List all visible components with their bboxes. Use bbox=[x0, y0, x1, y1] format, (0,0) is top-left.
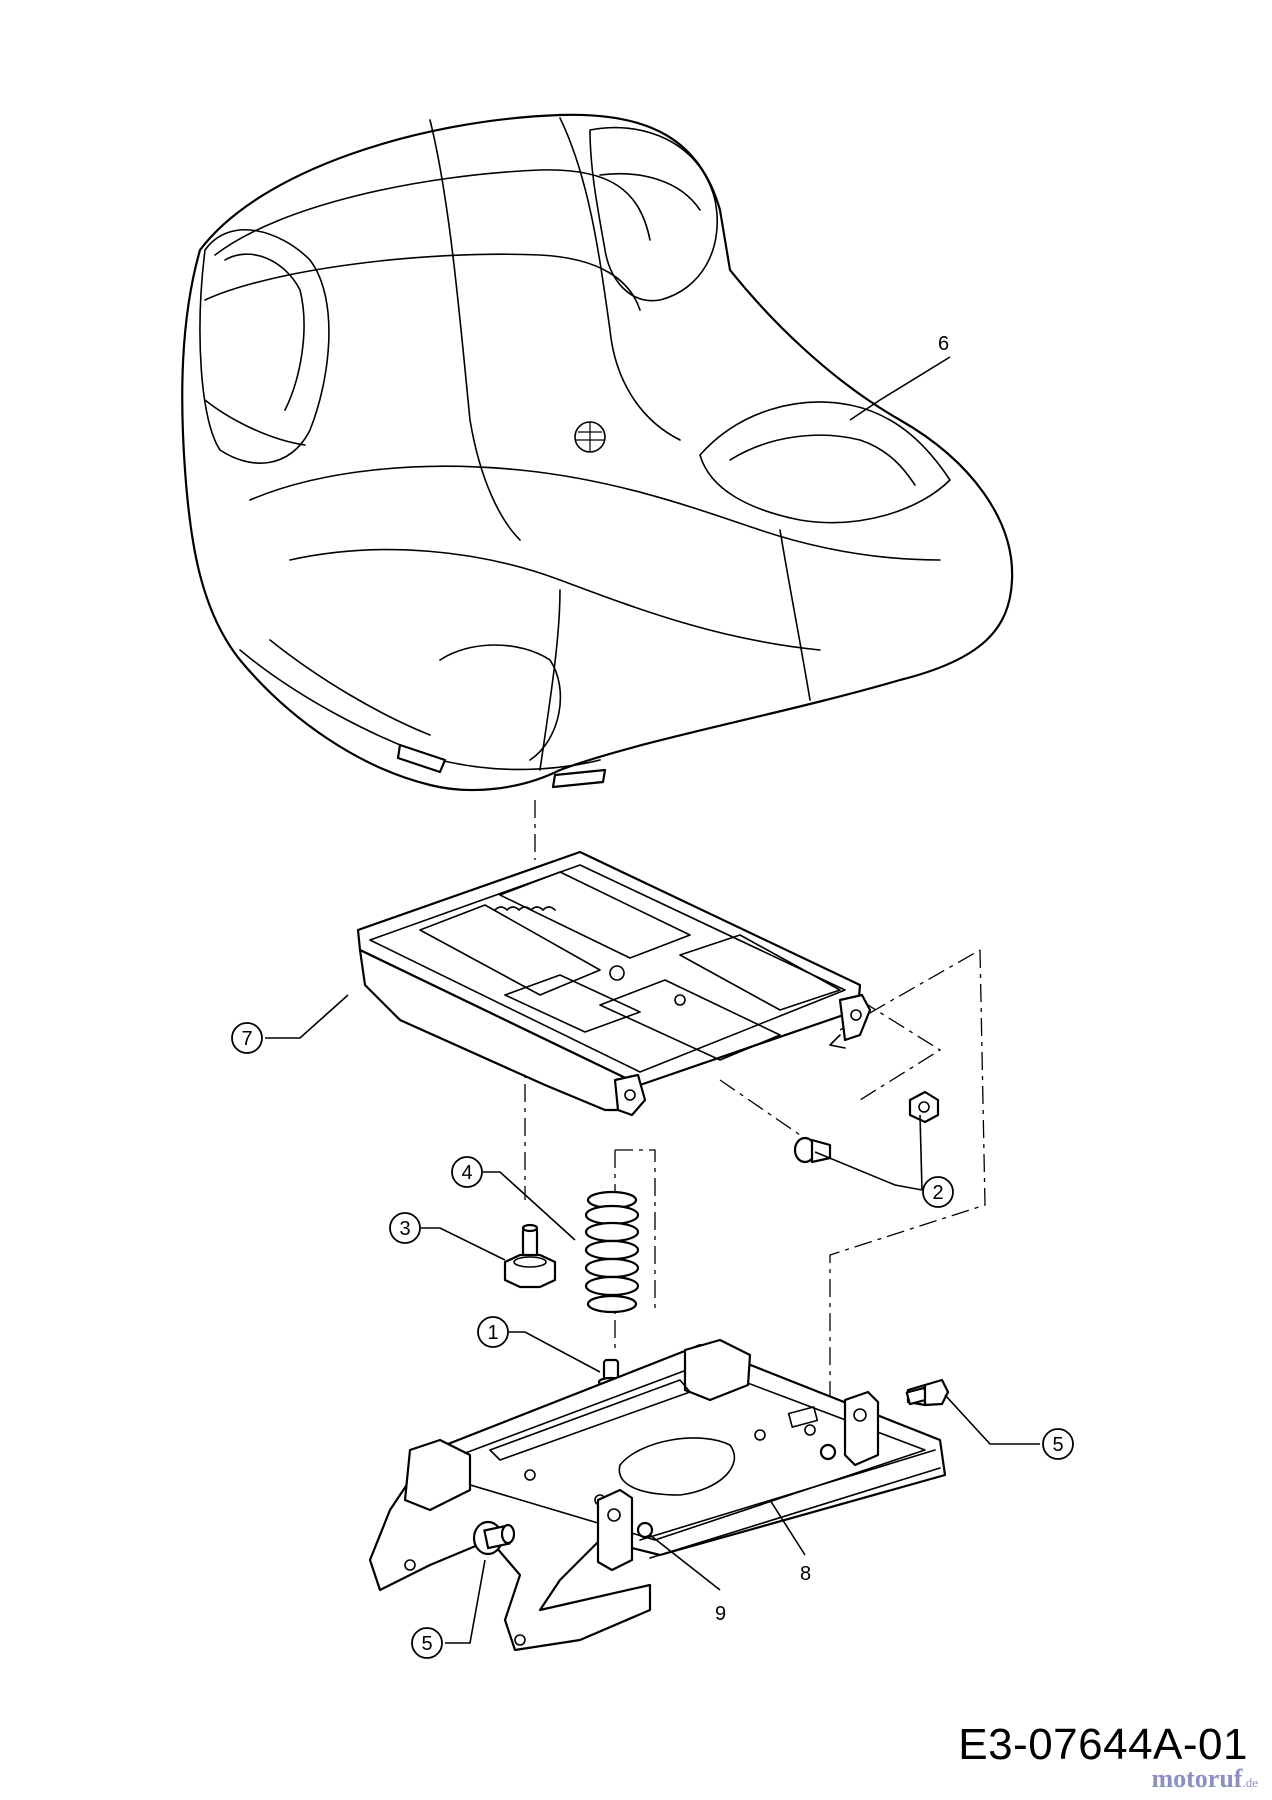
leader-lines bbox=[265, 356, 1040, 1644]
callout-label-5-right: 5 bbox=[1052, 1434, 1063, 1456]
callout-5-right: 5 bbox=[1042, 1428, 1074, 1460]
watermark-logo: motoruf.de bbox=[1151, 1764, 1258, 1794]
callout-1: 1 bbox=[477, 1316, 509, 1348]
callout-5-left: 5 bbox=[411, 1627, 443, 1659]
callout-label-1: 1 bbox=[487, 1322, 498, 1344]
callout-label-2: 2 bbox=[932, 1182, 943, 1204]
callout-7: 7 bbox=[231, 1022, 263, 1054]
drawing-code: E3-07644A-01 bbox=[958, 1720, 1248, 1769]
watermark-brand: motoruf bbox=[1151, 1764, 1243, 1793]
callout-4: 4 bbox=[451, 1156, 483, 1188]
spring-part bbox=[584, 1190, 640, 1314]
callout-6: 6 bbox=[938, 333, 949, 355]
callout-label-5-left: 5 bbox=[421, 1633, 432, 1655]
bolt-left-part bbox=[472, 1520, 516, 1556]
callout-9: 9 bbox=[715, 1603, 726, 1625]
seat-part bbox=[181, 113, 1014, 792]
callout-3: 3 bbox=[389, 1212, 421, 1244]
seat-frame-part bbox=[356, 850, 872, 1117]
callout-label-4: 4 bbox=[461, 1162, 472, 1184]
adjust-knob-part bbox=[503, 1223, 557, 1289]
watermark-suffix: .de bbox=[1242, 1775, 1258, 1790]
callout-label-7: 7 bbox=[241, 1028, 252, 1050]
nut-and-bolt-part bbox=[793, 1090, 940, 1164]
callout-label-6: 6 bbox=[938, 333, 949, 355]
callout-label-8: 8 bbox=[800, 1563, 811, 1585]
callout-label-9: 9 bbox=[715, 1603, 726, 1625]
callout-label-3: 3 bbox=[399, 1218, 410, 1240]
base-plate-part bbox=[368, 1338, 947, 1652]
callout-8: 8 bbox=[800, 1563, 811, 1585]
bolt-right-part bbox=[905, 1378, 950, 1407]
callout-2: 2 bbox=[922, 1176, 954, 1208]
